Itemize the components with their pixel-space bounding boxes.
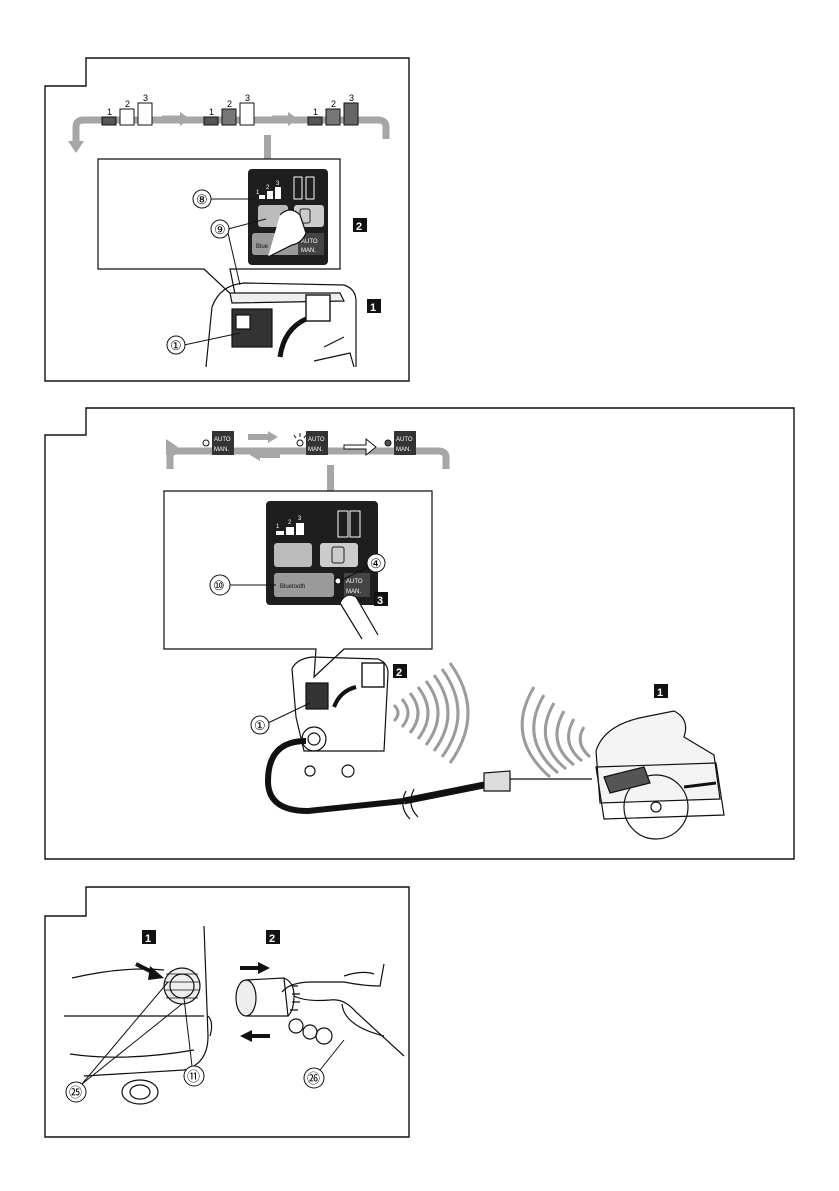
callout-11-label: ⑪ <box>187 1069 200 1084</box>
auto-label: AUTO <box>301 239 318 245</box>
remove-arrow-head <box>240 1030 252 1042</box>
level-mark: 3 <box>349 93 354 103</box>
arrow-right-head <box>268 431 278 443</box>
step-1-label: 1 <box>145 933 151 945</box>
man-label: MAN. <box>396 447 411 453</box>
callout-1-label: ① <box>254 718 266 733</box>
wireless-signal-icon <box>522 687 590 777</box>
auto-label: AUTO <box>308 437 325 443</box>
push-arrow-head <box>148 966 164 980</box>
step-1-label: 1 <box>657 687 663 699</box>
control-panel: 1 2 3 Bluetooth AUTO MAN. <box>266 501 378 605</box>
step-2-target <box>362 663 384 687</box>
man-label: MAN. <box>301 248 316 254</box>
level-mark: 2 <box>331 99 336 109</box>
level-mark: 3 <box>245 93 250 103</box>
callout-25-label: ㉕ <box>69 1085 82 1100</box>
auto-label: AUTO <box>396 437 413 443</box>
step-1-label: 1 <box>370 302 376 314</box>
callout-8-label: ⑧ <box>196 192 208 207</box>
insert-arrow-head <box>258 962 270 974</box>
level-mark: 3 <box>143 93 148 103</box>
bluetooth-label: Blue <box>256 244 269 250</box>
callout-1-label: ① <box>170 338 182 353</box>
level-mark: 1 <box>209 107 214 117</box>
cycle-arrow-head <box>68 141 84 153</box>
step-1-target <box>306 295 330 321</box>
level-step-1: 1 2 3 <box>102 93 152 125</box>
man-label: MAN. <box>308 447 323 453</box>
level-mark: 1 <box>107 107 112 117</box>
circular-saw-illustration <box>510 711 724 839</box>
man-label: MAN. <box>214 447 229 453</box>
level-step-3: 1 2 3 <box>308 93 358 125</box>
level-mark: 1 <box>313 107 318 117</box>
level-mark: 2 <box>227 99 232 109</box>
suction-button <box>274 543 312 567</box>
auto-label: AUTO <box>214 437 231 443</box>
figure-frame <box>45 887 409 1137</box>
level-step-2: 1 2 3 <box>204 93 254 125</box>
figure-level-setting: 1 2 3 1 2 3 1 2 3 1 2 3 Blue <box>44 57 410 382</box>
auto-label: AUTO <box>346 579 363 585</box>
man-label: MAN. <box>346 589 361 595</box>
vacuum-cleaner-illustration <box>206 283 356 367</box>
callout-4-label: ④ <box>370 556 382 571</box>
bluetooth-label: Bluetooth <box>280 584 305 590</box>
step-2-label: 2 <box>269 933 275 945</box>
figure-hose-connection: 1 2 ㉕ ⑪ ㉖ <box>44 886 410 1138</box>
step-arrow-head <box>288 112 298 126</box>
level-mark: 2 <box>125 99 130 109</box>
step-arrow-head <box>180 112 190 126</box>
step-3-label: 3 <box>377 595 383 607</box>
vacuum-cleaner-illustration <box>268 657 510 819</box>
step-2-label: 2 <box>356 221 362 233</box>
callout-26-label: ㉖ <box>307 1071 320 1086</box>
hose-and-hand-illustration <box>236 964 404 1056</box>
step-2-label: 2 <box>396 667 402 679</box>
callout-9-label: ⑨ <box>214 222 226 237</box>
figure-auto-mode-pairing: AUTO MAN. AUTO MAN. AUTO MAN. 1 2 3 Blue… <box>44 407 795 860</box>
callout-10-label: ⑩ <box>213 578 225 593</box>
